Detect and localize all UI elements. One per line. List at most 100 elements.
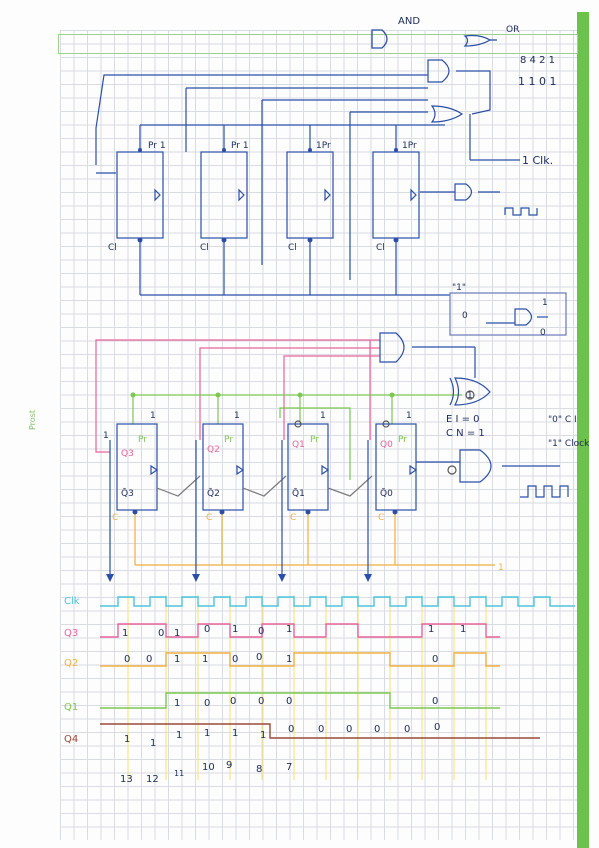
q3-value-6: 1 [286,624,292,635]
q4-value-11: 0 [434,722,440,733]
q4-value-9: 0 [374,724,380,735]
enable-note-2: C N = 1 [446,428,485,439]
q1-value-5: 0 [432,696,438,707]
ff1-clear-1: Cl [200,243,209,253]
q2-waveform [100,652,500,667]
ff2-pr-2: Pr [310,435,319,445]
q2-value-5: 0 [256,652,262,663]
green-margin-bar [577,12,589,848]
q3-value-2: 1 [174,628,180,639]
count-2: 11 [174,769,184,778]
count-3: 10 [202,762,215,773]
q3-value-8: 1 [460,624,466,635]
ff1-preset-3: 1Pr [402,141,417,151]
ff1-block-3 [372,151,420,239]
mode-1-label: "1" Clock [548,439,590,449]
signal-label-q2: Q2 [64,658,78,669]
title-box [58,34,578,54]
q1-waveform [100,692,500,709]
q3-value-0: 1 [122,628,128,639]
ff2-qbar-2: Q̄1 [292,487,305,499]
q3-value-1: 0 [158,628,164,639]
ff2-one-2: 1 [320,411,326,421]
signal-label-clk: Clk [64,596,80,607]
q1-value-3: 0 [258,696,264,707]
ff2-q-0: Q3 [121,449,134,459]
and-legend-label: AND [398,16,420,27]
ff2-q-2: Q1 [292,440,305,450]
q2-value-2: 1 [174,654,180,665]
q3-waveform [100,623,500,638]
q4-value-4: 1 [232,728,238,739]
ff2-block-0 [116,423,158,511]
q1-value-2: 0 [230,696,236,707]
clk-waveform [100,596,575,607]
q1-value-4: 0 [286,696,292,707]
ff2-qbar-0: Q̄3 [121,487,134,499]
q3-value-4: 1 [232,624,238,635]
and-gate-legend-icon [371,29,388,49]
q4-value-1: 1 [150,738,156,749]
q2-value-4: 0 [232,654,238,665]
count-0: 13 [120,774,133,785]
q4-waveform [100,723,540,739]
q4-value-0: 1 [124,734,130,745]
inset-label: "1" [452,283,466,293]
count-5: 8 [256,764,262,775]
ff1-block-1 [200,151,248,239]
ff2-clear-2: C [290,513,296,523]
q2-value-6: 1 [286,654,292,665]
q4-value-3: 1 [204,728,210,739]
ff2-qbar-1: Q̄2 [207,487,220,499]
ff2-bottom-one: 1 [498,563,504,573]
q4-value-6: 0 [288,724,294,735]
ff2-pr-0: Pr [138,435,147,445]
ff2-one-0: 1 [150,411,156,421]
count-4: 9 [226,760,232,771]
ff1-preset-1: Pr 1 [231,141,249,151]
q4-value-7: 0 [318,724,324,735]
signal-label-q4: Q4 [64,734,78,745]
enable-note-1: E I = 0 [446,414,480,425]
q2-value-0: 0 [124,654,130,665]
code-weights: 8 4 2 1 [520,55,555,66]
graph-paper-grid [60,30,580,840]
ff2-qbar-3: Q̄0 [380,487,393,499]
ff2-pr-3: Pr [398,435,407,445]
q1-value-1: 0 [204,698,210,709]
q1-value-0: 1 [174,698,180,709]
ff2-clear-3: C [378,513,384,523]
signal-label-q1: Q1 [64,702,78,713]
mode-0-label: "0" C I [548,415,577,425]
count-1: 12 [146,774,159,785]
ff2-pr-1: Pr [224,435,233,445]
or-gate-legend-icon [463,34,497,47]
count-6: 7 [286,762,292,773]
inset-value-2: 0 [540,328,546,338]
q2-value-7: 0 [432,654,438,665]
ff1-preset-0: Pr 1 [148,141,166,151]
ff2-clear-1: C [206,513,212,523]
q4-value-10: 0 [404,724,410,735]
ff2-left-one: 1 [103,431,109,441]
ff1-clear-0: Cl [108,243,117,253]
inset-value-1: 1 [542,298,548,308]
code-bits: 1 1 0 1 [518,75,556,88]
q3-value-5: 0 [258,626,264,637]
xor-gate-number: 1 [467,391,473,401]
q4-value-5: 1 [260,730,266,741]
ff1-block-0 [116,151,164,239]
q3-value-3: 0 [204,624,210,635]
signal-label-q3: Q3 [64,628,78,639]
q4-value-8: 0 [346,724,352,735]
q2-value-3: 1 [202,654,208,665]
ff2-clear-0: C [112,513,118,523]
ff2-q-1: Q2 [207,445,220,455]
clock-label-1: 1 Clk. [522,154,553,167]
ff1-block-2 [286,151,334,239]
q4-value-2: 1 [176,730,182,741]
q3-value-7: 1 [428,624,434,635]
q2-value-1: 0 [146,654,152,665]
